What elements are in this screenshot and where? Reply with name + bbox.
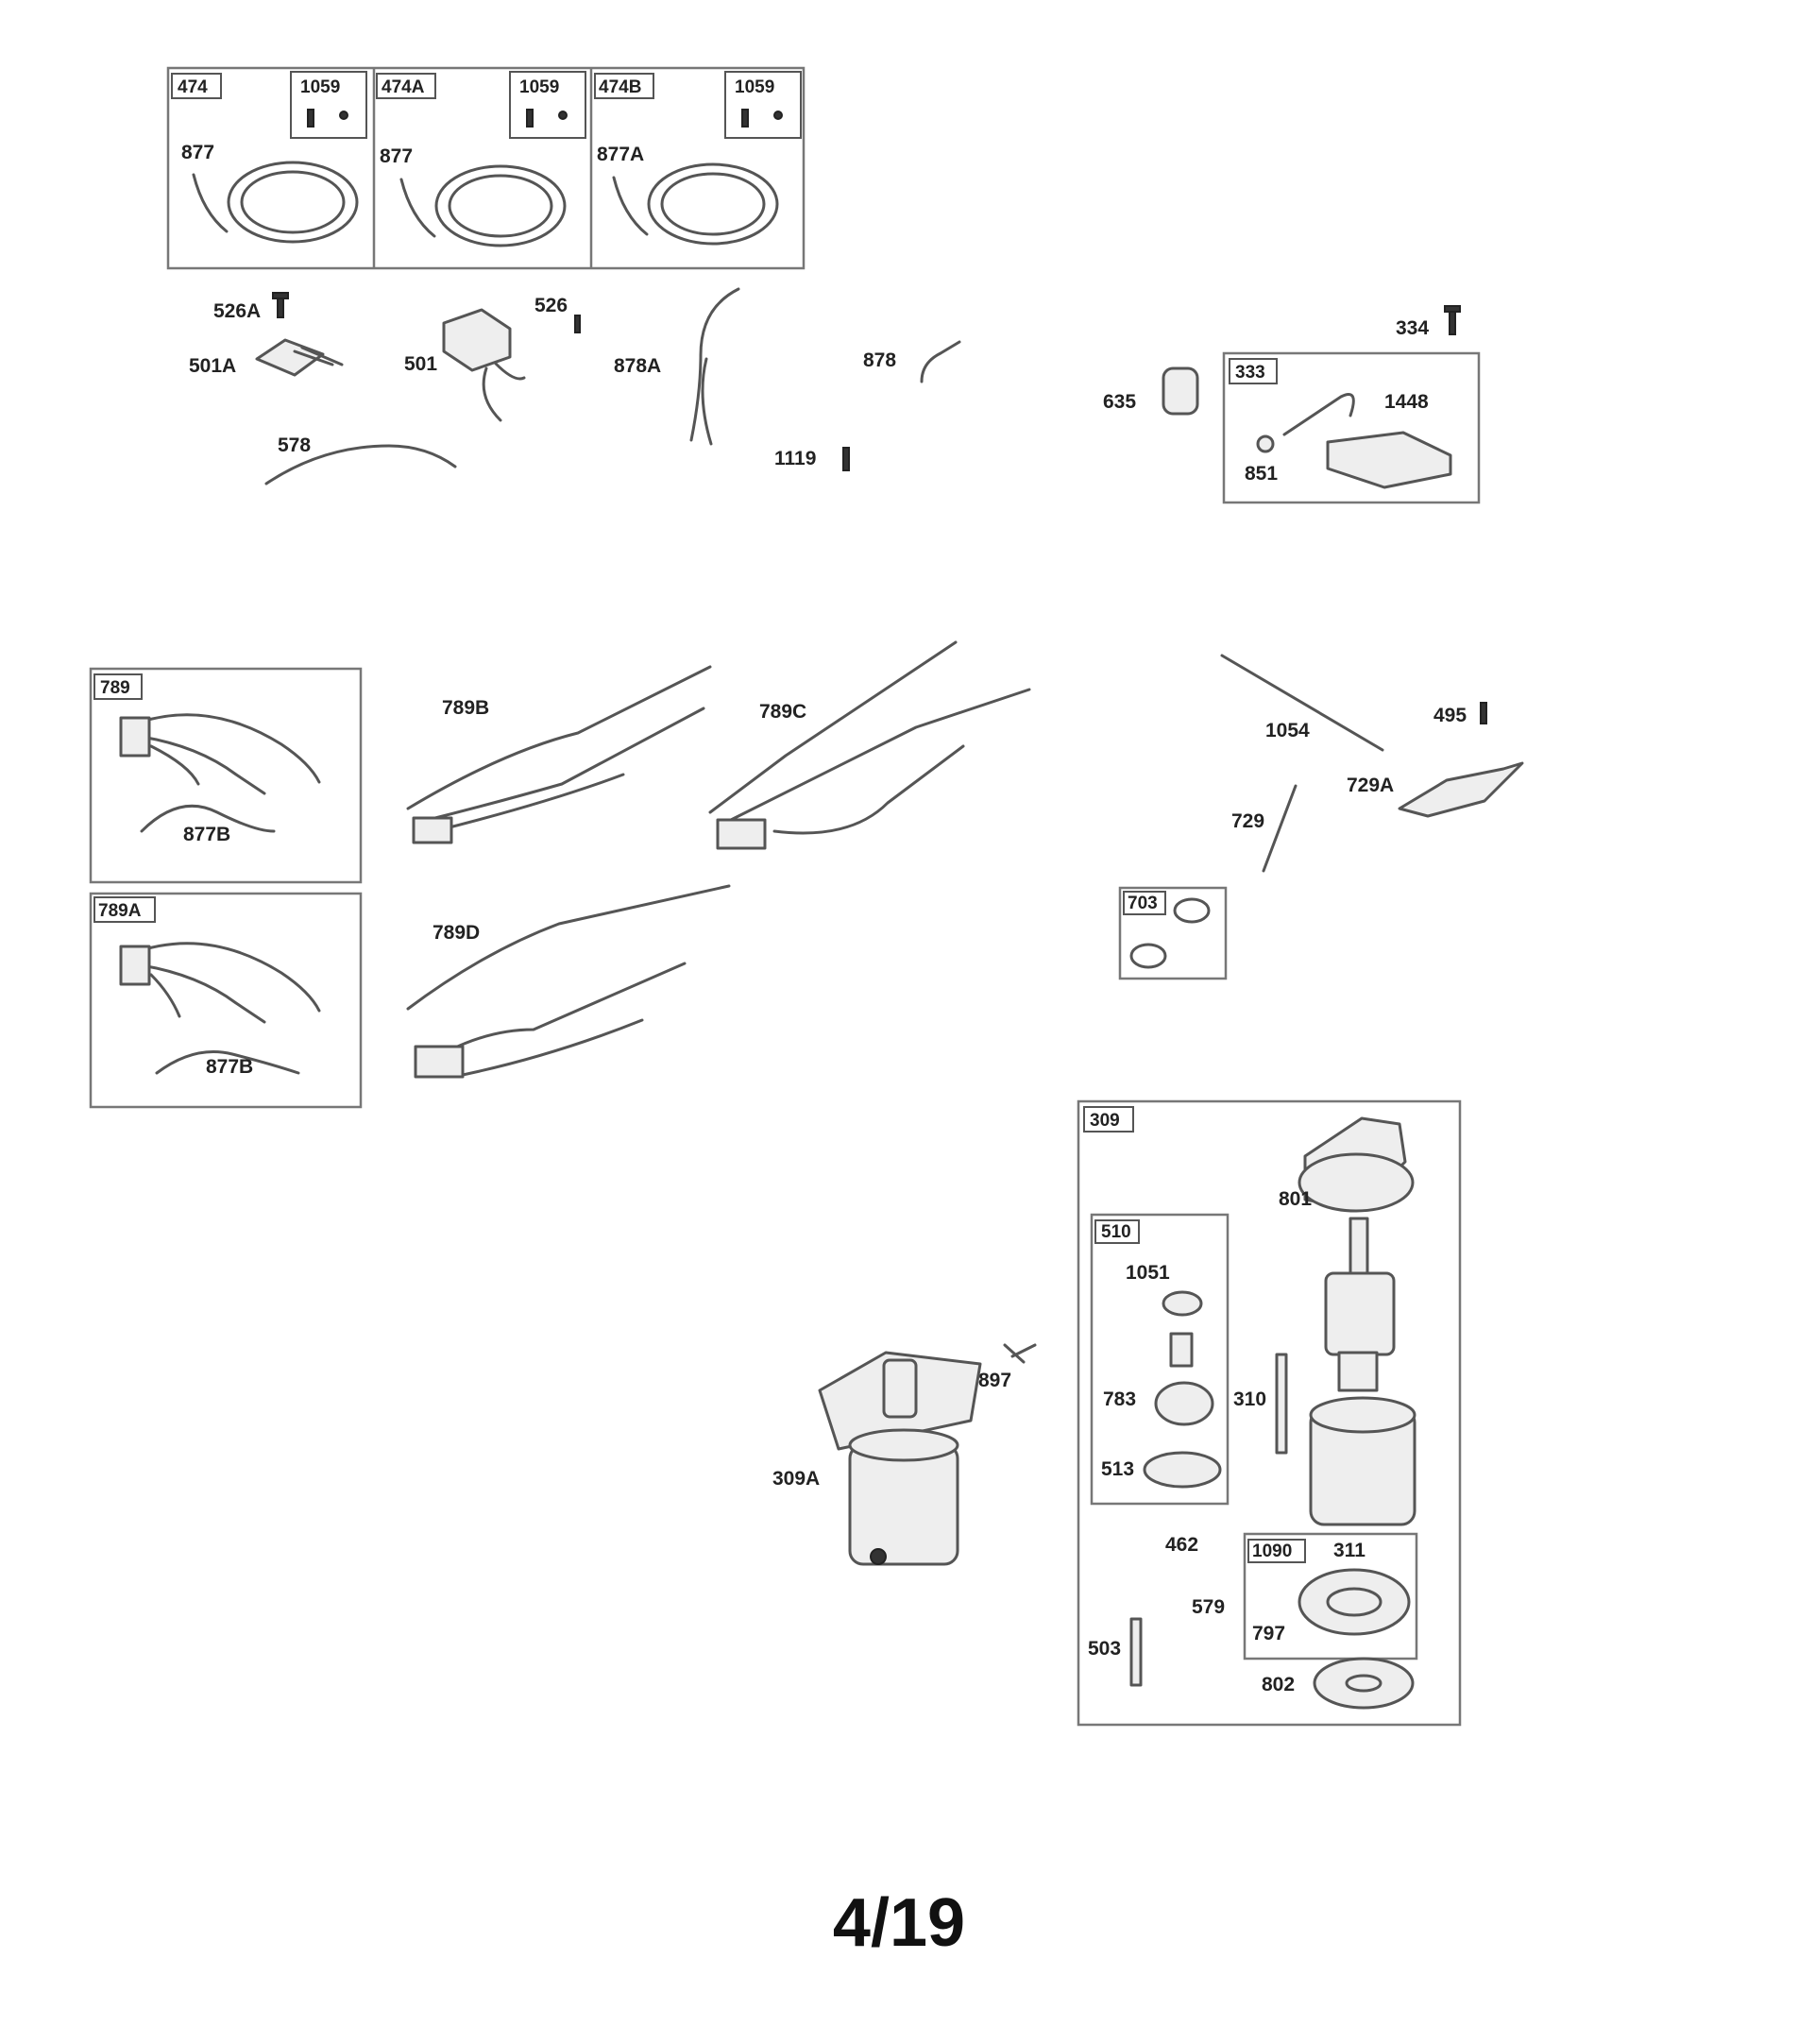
label-877B-a: 877B: [183, 824, 230, 845]
label-789D: 789D: [433, 922, 480, 944]
label-1059-b: 1059: [519, 77, 559, 97]
label-501A: 501A: [189, 355, 236, 377]
wire-harness-icon: [119, 713, 321, 795]
label-1059-c: 1059: [735, 77, 774, 97]
rectifier-icon: [255, 338, 344, 377]
drive-gear-icon: [1143, 1290, 1222, 1489]
alternator-stator-icon: [399, 164, 567, 247]
clip-icon: [307, 109, 348, 128]
solenoid-icon: [1162, 366, 1199, 416]
through-bolt-icon: [1275, 1353, 1288, 1455]
screw-icon: [842, 447, 850, 471]
group-789: 789 877B: [89, 667, 363, 884]
label-495: 495: [1433, 705, 1467, 726]
alternator-stator-icon: [192, 161, 359, 244]
electric-starter-icon: [818, 1351, 982, 1566]
label-789A: 789A: [98, 901, 142, 921]
group-789A: 789A 877B: [89, 892, 363, 1109]
drive-end-cap-icon: [1298, 1116, 1415, 1213]
bolt-icon: [1129, 1617, 1143, 1687]
label-1059-a: 1059: [300, 77, 340, 97]
group-703: 703: [1118, 886, 1228, 980]
wire-harness-icon: [406, 665, 712, 844]
regulator-icon: [442, 308, 526, 422]
label-635: 635: [1103, 391, 1136, 413]
wire-harness-icon: [689, 287, 740, 446]
screw-icon: [1444, 305, 1461, 335]
label-729: 729: [1231, 810, 1264, 832]
label-878: 878: [863, 349, 896, 371]
label-729A: 729A: [1347, 775, 1394, 796]
clip-icon: [526, 109, 568, 128]
page-number: 4/19: [832, 1885, 966, 1961]
label-801: 801: [1279, 1188, 1312, 1210]
label-1051: 1051: [1126, 1262, 1170, 1284]
screw-icon: [1480, 702, 1487, 724]
clip-icon: [741, 109, 783, 128]
terminal-icon: [1003, 1343, 1037, 1364]
label-783: 783: [1103, 1388, 1136, 1410]
label-877A: 877A: [597, 144, 644, 165]
label-797: 797: [1252, 1623, 1285, 1644]
screw-icon: [272, 292, 289, 318]
rod-icon: [1220, 654, 1384, 752]
label-503: 503: [1088, 1638, 1121, 1660]
wire-harness-icon: [119, 942, 321, 1024]
wire-lead-icon: [920, 340, 961, 383]
label-513: 513: [1101, 1458, 1134, 1480]
wire-harness-icon: [708, 640, 1031, 850]
group-474: 474 1059 877 474A 1059 877 474B 1059 877…: [166, 66, 806, 270]
label-789C: 789C: [759, 701, 806, 723]
label-1090: 1090: [1252, 1542, 1292, 1561]
label-333: 333: [1235, 363, 1265, 383]
ground-wire-icon: [140, 804, 276, 833]
label-579: 579: [1192, 1596, 1225, 1618]
label-1448: 1448: [1384, 391, 1429, 413]
end-cap-icon: [1313, 1657, 1415, 1710]
bracket-icon: [1398, 761, 1524, 818]
label-1054: 1054: [1265, 720, 1310, 741]
link-icon: [1262, 784, 1298, 873]
label-474B: 474B: [599, 77, 641, 97]
label-851: 851: [1245, 463, 1278, 485]
label-878A: 878A: [614, 355, 661, 377]
brush-holder-icon: [1298, 1568, 1411, 1636]
screw-icon: [574, 315, 581, 333]
label-877-a: 877: [181, 142, 214, 163]
ground-wire-icon: [264, 444, 457, 485]
label-789: 789: [100, 678, 130, 698]
group-510: 510 1051 783 513: [1090, 1213, 1230, 1506]
label-789B: 789B: [442, 697, 489, 719]
group-1090: 1090 311 797: [1243, 1532, 1418, 1661]
label-501: 501: [404, 353, 437, 375]
label-334: 334: [1396, 317, 1429, 339]
label-877-b: 877: [380, 145, 413, 167]
starter-housing-icon: [1309, 1396, 1416, 1526]
label-474: 474: [178, 77, 208, 97]
label-578: 578: [278, 434, 311, 456]
ground-wire-icon: [155, 1050, 300, 1075]
label-526: 526: [534, 295, 568, 316]
label-1119: 1119: [774, 448, 816, 469]
label-510: 510: [1101, 1222, 1131, 1242]
label-897: 897: [978, 1370, 1011, 1391]
clamp-icon: [1129, 897, 1211, 969]
label-311: 311: [1333, 1540, 1365, 1561]
wire-harness-icon: [406, 884, 731, 1079]
label-526A: 526A: [213, 300, 261, 322]
label-877B-b: 877B: [206, 1056, 253, 1078]
label-802: 802: [1262, 1674, 1295, 1695]
group-333: 333 1448 851: [1222, 351, 1481, 504]
label-462: 462: [1165, 1534, 1198, 1556]
alternator-stator-icon: [612, 162, 779, 246]
label-703: 703: [1128, 894, 1158, 913]
label-309A: 309A: [772, 1468, 820, 1490]
group-309: 309 801 510 1051 783 513 310: [1077, 1099, 1462, 1727]
switch-assembly-icon: [1256, 393, 1452, 489]
label-310: 310: [1233, 1388, 1266, 1410]
label-309: 309: [1090, 1111, 1120, 1131]
armature-icon: [1324, 1217, 1396, 1392]
label-474A: 474A: [382, 77, 425, 97]
